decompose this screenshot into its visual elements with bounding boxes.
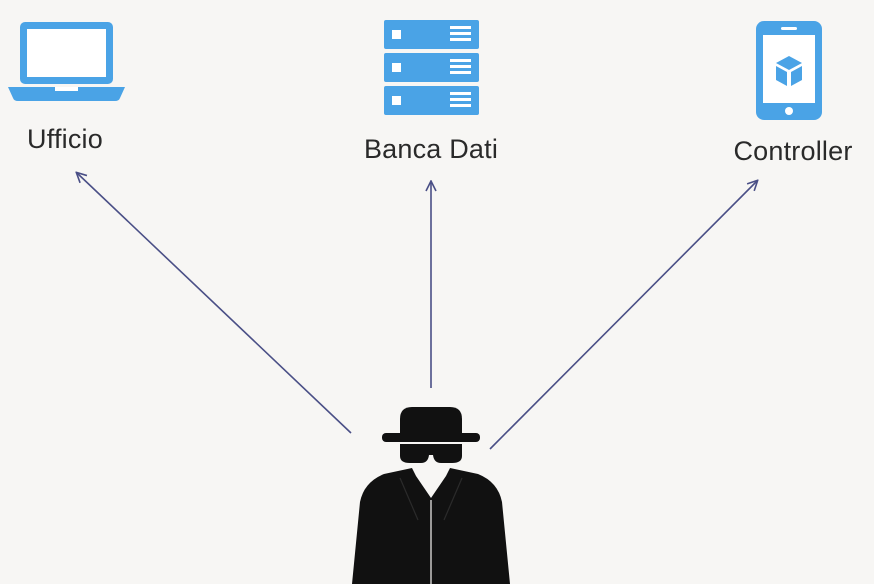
cube-icon — [776, 56, 802, 86]
database-label: Banca Dati — [363, 134, 499, 164]
laptop-icon — [8, 22, 125, 101]
smartphone-icon — [756, 21, 822, 120]
arrow-to-controller — [489, 181, 757, 450]
hacker-icon — [352, 407, 510, 584]
controller-label: Controller — [733, 136, 853, 166]
server-icon — [384, 20, 479, 115]
office-label: Ufficio — [27, 124, 103, 154]
arrow-to-office — [77, 173, 352, 434]
